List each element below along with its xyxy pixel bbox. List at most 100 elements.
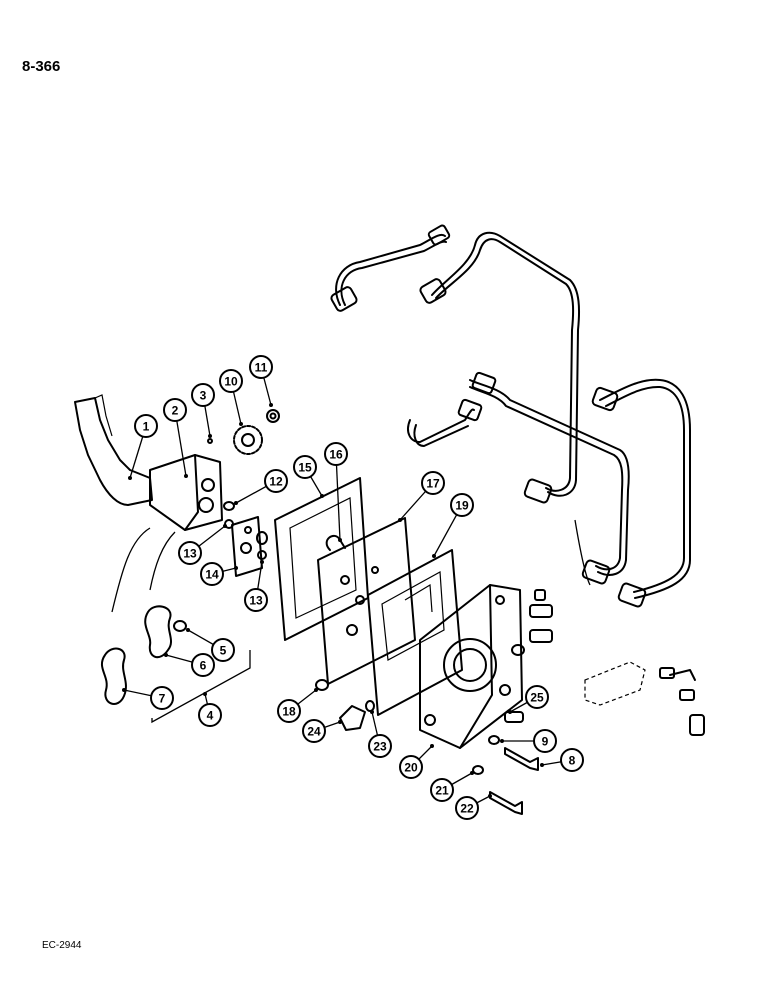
lower-right-fittings: [584, 661, 705, 736]
part-20-pump-body: [419, 584, 523, 749]
callout-circle: [277, 699, 301, 723]
callout-number: 17: [426, 477, 440, 491]
part-5-seal: [173, 620, 187, 632]
callout-number: 11: [255, 361, 268, 375]
callout-circle: [198, 703, 222, 727]
callout-arrow-tip: [470, 771, 474, 775]
callout-arrow-tip: [203, 692, 207, 696]
callout-circle: [134, 414, 158, 438]
callout-c14: 14: [200, 562, 238, 586]
callout-circle: [560, 748, 584, 772]
callout-number: 21: [435, 784, 449, 798]
callout-circle: [191, 653, 215, 677]
callout-c17: 17: [398, 471, 445, 522]
callout-c15: 15: [293, 455, 324, 498]
callout-number: 15: [298, 461, 312, 475]
callout-arrow-tip: [432, 554, 436, 558]
callout-arrow-tip: [234, 566, 238, 570]
callout-c18: 18: [277, 688, 318, 723]
callout-c4: 4: [198, 692, 222, 727]
callout-arrow-tip: [260, 560, 264, 564]
kit-bracket: [151, 650, 251, 724]
callout-arrow-tip: [128, 476, 132, 480]
callout-arrow-tip: [208, 434, 212, 438]
callout-number: 14: [205, 568, 219, 582]
callout-arrow-tip: [508, 710, 512, 714]
callout-c13b: 13: [244, 560, 268, 612]
callout-arrow-tip: [338, 720, 342, 724]
callout-arrow-tip: [488, 794, 492, 798]
callout-arrow-tip: [164, 653, 168, 657]
callout-arrow-tip: [540, 763, 544, 767]
callout-circle: [421, 471, 445, 495]
callout-number: 25: [530, 691, 544, 705]
callout-circle: [399, 755, 423, 779]
page-section-number: 8-366: [22, 58, 61, 75]
callout-c3: 3: [191, 383, 215, 438]
callout-arrow-tip: [338, 538, 342, 542]
callout-circle: [249, 355, 273, 379]
callout-c21: 21: [430, 771, 474, 802]
callout-arrow-tip: [184, 474, 188, 478]
part-3-key: [207, 438, 213, 444]
callout-arrow-tip: [430, 744, 434, 748]
callout-circle: [200, 562, 224, 586]
callout-circle: [178, 541, 202, 565]
callout-circle: [244, 588, 268, 612]
callout-c13a: 13: [178, 524, 227, 565]
callout-circle: [163, 398, 187, 422]
callout-c25: 25: [508, 685, 549, 714]
callout-arrow-tip: [223, 524, 227, 528]
part-9-washer: [488, 735, 500, 745]
callout-arrow-tip: [122, 688, 126, 692]
callout-number: 9: [542, 735, 549, 749]
callout-c24: 24: [302, 719, 342, 743]
callout-number: 6: [200, 659, 207, 673]
callout-leader: [335, 453, 341, 541]
callout-number: 5: [220, 644, 227, 658]
callout-arrow-tip: [500, 739, 504, 743]
callout-circle: [450, 493, 474, 517]
callout-layer: 1234567891011121313141516171819202122232…: [122, 355, 584, 820]
part-2-pump-housing: [149, 454, 223, 531]
callout-c22: 22: [455, 794, 492, 820]
part-22-bolt: [489, 791, 523, 815]
callout-c12: 12: [234, 469, 288, 505]
callout-circle: [455, 796, 479, 820]
part-11-nut: [266, 409, 280, 423]
part-21-washer: [472, 765, 484, 775]
callout-circle: [430, 778, 454, 802]
callout-number: 24: [307, 725, 321, 739]
callout-number: 23: [373, 740, 387, 754]
callout-arrow-tip: [370, 710, 374, 714]
callout-circle: [324, 442, 348, 466]
callout-number: 12: [269, 475, 283, 489]
injection-pipes: [330, 224, 691, 608]
callout-number: 3: [200, 389, 207, 403]
callout-number: 16: [329, 448, 343, 462]
callout-arrow-tip: [269, 403, 273, 407]
part-10-gear: [233, 425, 263, 455]
callout-number: 8: [569, 754, 576, 768]
callout-c8: 8: [540, 748, 584, 772]
callout-number: 18: [282, 705, 296, 719]
callout-c7: 7: [122, 686, 174, 710]
callout-circle: [264, 469, 288, 493]
callout-c20: 20: [399, 744, 434, 779]
callout-c16: 16: [324, 442, 348, 542]
callout-circle: [525, 685, 549, 709]
callout-number: 20: [404, 761, 418, 775]
callout-c23: 23: [368, 710, 392, 758]
callout-arrow-tip: [239, 422, 243, 426]
callout-c11: 11: [249, 355, 273, 407]
callout-c9: 9: [500, 729, 557, 753]
callout-circle: [211, 638, 235, 662]
part-23-seal: [365, 700, 375, 712]
callout-number: 19: [455, 499, 469, 513]
part-17-plate: [317, 517, 416, 685]
callout-arrow-tip: [314, 688, 318, 692]
callout-c1: 1: [128, 414, 158, 480]
figure-code: EC-2944: [42, 940, 82, 951]
callout-number: 4: [207, 709, 214, 723]
